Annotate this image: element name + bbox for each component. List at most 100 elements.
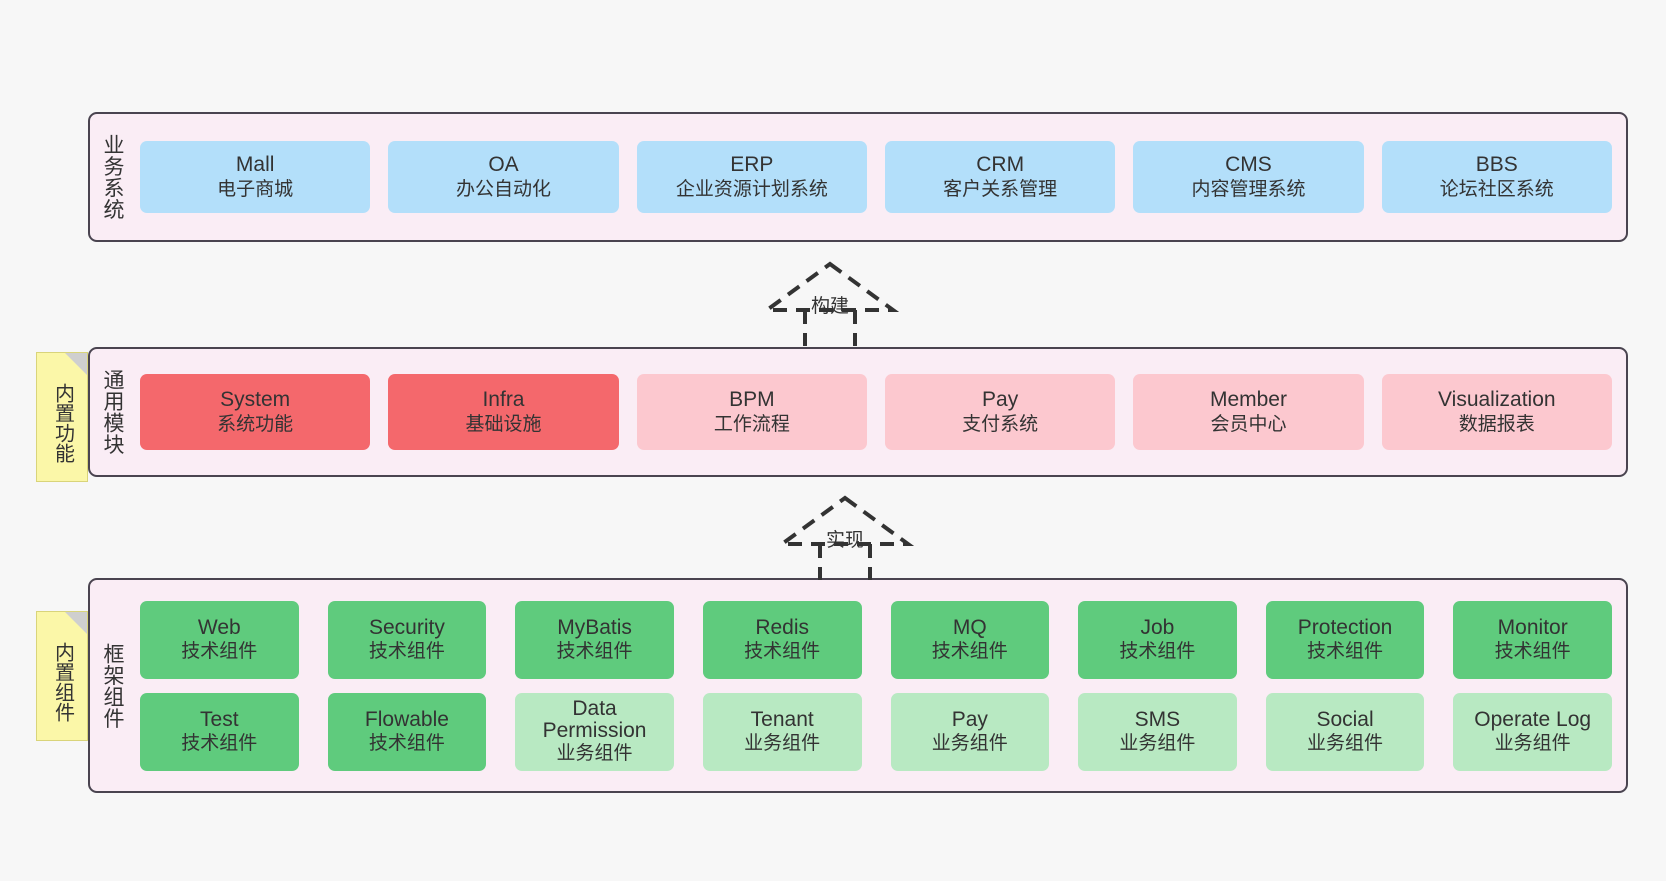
layer-body-general-module: System 系统功能 Infra 基础设施 BPM 工作流程 Pay 支付系统…: [134, 349, 1626, 475]
card-subtitle: 电子商城: [217, 178, 294, 200]
card-title: CRM: [976, 153, 1025, 177]
card-subtitle: 技术组件: [368, 641, 445, 663]
card-subtitle: 技术组件: [181, 641, 258, 663]
card-title: Tenant: [750, 707, 814, 731]
card-subtitle: 办公自动化: [455, 178, 551, 200]
card-subtitle: 工作流程: [713, 413, 790, 435]
card-sms[interactable]: SMS 业务组件: [1078, 692, 1237, 771]
card-web[interactable]: Web 技术组件: [140, 600, 299, 679]
layer-business-system: 业务系统 Mall 电子商城 OA 办公自动化 ERP 企业资源计划系统 CRM…: [88, 112, 1628, 242]
card-subtitle: 内容管理系统: [1191, 178, 1306, 200]
card-title: Member: [1209, 388, 1287, 412]
card-cms[interactable]: CMS 内容管理系统: [1133, 141, 1364, 213]
card-crm[interactable]: CRM 客户关系管理: [884, 141, 1116, 213]
card-title: SMS: [1134, 707, 1181, 731]
card-subtitle: 会员中心: [1210, 413, 1287, 435]
card-title: Infra: [482, 388, 525, 412]
connector-implement-label: 实现: [825, 530, 865, 551]
card-social[interactable]: Social 业务组件: [1265, 692, 1425, 771]
card-mybatis[interactable]: MyBatis 技术组件: [515, 600, 674, 679]
card-subtitle: 技术组件: [1119, 641, 1196, 663]
card-monitor[interactable]: Monitor 技术组件: [1453, 600, 1612, 679]
card-title: Operate Log: [1474, 707, 1592, 731]
card-subtitle: 业务组件: [1307, 733, 1384, 755]
card-subtitle: 技术组件: [931, 641, 1008, 663]
connector-build-label: 构建: [810, 296, 850, 317]
card-infra[interactable]: Infra 基础设施: [388, 374, 619, 450]
note-builtin-component: 内置组件: [36, 611, 88, 741]
card-title: Visualization: [1438, 388, 1556, 412]
card-operate-log[interactable]: Operate Log 业务组件: [1453, 692, 1612, 771]
card-title: Redis: [755, 615, 810, 639]
card-subtitle: 业务组件: [744, 733, 821, 755]
note-builtin-function: 内置功能: [36, 352, 88, 482]
layer-title-framework-component: 框架组件: [100, 642, 124, 729]
card-bpm[interactable]: BPM 工作流程: [636, 374, 867, 450]
card-tenant[interactable]: Tenant 业务组件: [702, 692, 862, 771]
card-title: ERP: [730, 153, 774, 177]
card-subtitle: 业务组件: [1494, 733, 1571, 755]
layer-title-general-module: 通用模块: [100, 369, 124, 455]
card-subtitle: 技术组件: [1307, 641, 1384, 663]
card-subtitle: 客户关系管理: [943, 178, 1058, 200]
card-title: Web: [197, 615, 241, 639]
card-row: Mall 电子商城 OA 办公自动化 ERP 企业资源计划系统 CRM 客户关系…: [140, 141, 1612, 213]
card-row: Test 技术组件 Flowable 技术组件 Data Permission …: [140, 692, 1612, 771]
card-subtitle: 技术组件: [556, 641, 633, 663]
card-title: BBS: [1475, 153, 1518, 177]
card-subtitle: 数据报表: [1458, 413, 1535, 435]
card-subtitle: 业务组件: [1119, 733, 1196, 755]
card-data-permission[interactable]: Data Permission 业务组件: [515, 692, 674, 771]
card-subtitle: 技术组件: [181, 733, 258, 755]
card-flowable[interactable]: Flowable 技术组件: [327, 692, 487, 771]
card-system[interactable]: System 系统功能: [140, 374, 371, 450]
card-job[interactable]: Job 技术组件: [1078, 600, 1237, 679]
card-title: System: [220, 388, 291, 412]
card-subtitle: 技术组件: [368, 733, 445, 755]
card-title: Protection: [1297, 615, 1393, 639]
card-visualization[interactable]: Visualization 数据报表: [1381, 374, 1612, 450]
card-bbs[interactable]: BBS 论坛社区系统: [1381, 141, 1612, 213]
build-arrow-icon: [760, 261, 900, 346]
layer-title-business-system: 业务系统: [100, 134, 124, 220]
connector-implement: 实现: [770, 492, 920, 580]
card-subtitle: 论坛社区系统: [1439, 178, 1554, 200]
card-title: Social: [1316, 707, 1374, 731]
card-title: Test: [200, 707, 239, 731]
card-row: System 系统功能 Infra 基础设施 BPM 工作流程 Pay 支付系统…: [140, 374, 1612, 450]
note-fold-corner-icon: [65, 612, 87, 634]
card-title: Pay: [951, 707, 988, 731]
card-subtitle: 业务组件: [931, 733, 1008, 755]
card-subtitle: 企业资源计划系统: [675, 178, 828, 200]
note-label: 内置组件: [51, 642, 74, 722]
note-fold-corner-icon: [65, 353, 87, 375]
card-erp[interactable]: ERP 企业资源计划系统: [636, 141, 867, 213]
card-title: Job: [1140, 615, 1175, 639]
card-subtitle: 技术组件: [1494, 641, 1571, 663]
card-oa[interactable]: OA 办公自动化: [388, 141, 619, 213]
card-subtitle: 技术组件: [744, 641, 821, 663]
card-test[interactable]: Test 技术组件: [140, 692, 299, 771]
card-mq[interactable]: MQ 技术组件: [890, 600, 1050, 679]
card-security[interactable]: Security 技术组件: [327, 600, 487, 679]
connector-build: 构建: [755, 258, 905, 346]
card-title: OA: [488, 153, 519, 177]
card-pay[interactable]: Pay 支付系统: [884, 374, 1116, 450]
card-title: Monitor: [1497, 615, 1568, 639]
card-subtitle: 基础设施: [465, 413, 542, 435]
card-protection[interactable]: Protection 技术组件: [1265, 600, 1425, 679]
card-mall[interactable]: Mall 电子商城: [140, 141, 371, 213]
card-redis[interactable]: Redis 技术组件: [702, 600, 862, 679]
card-subtitle: 系统功能: [217, 413, 294, 435]
card-pay-component[interactable]: Pay 业务组件: [890, 692, 1050, 771]
card-subtitle: 支付系统: [962, 413, 1039, 435]
layer-body-framework-component: Web 技术组件 Security 技术组件 MyBatis 技术组件 Redi…: [134, 580, 1626, 791]
card-row: Web 技术组件 Security 技术组件 MyBatis 技术组件 Redi…: [140, 600, 1612, 679]
card-title: Mall: [235, 153, 275, 177]
card-member[interactable]: Member 会员中心: [1133, 374, 1364, 450]
card-title: MyBatis: [557, 615, 632, 639]
card-title: Flowable: [364, 707, 449, 731]
card-title: Data Permission: [542, 696, 647, 742]
layer-general-module: 通用模块 System 系统功能 Infra 基础设施 BPM 工作流程 Pay…: [88, 347, 1628, 477]
